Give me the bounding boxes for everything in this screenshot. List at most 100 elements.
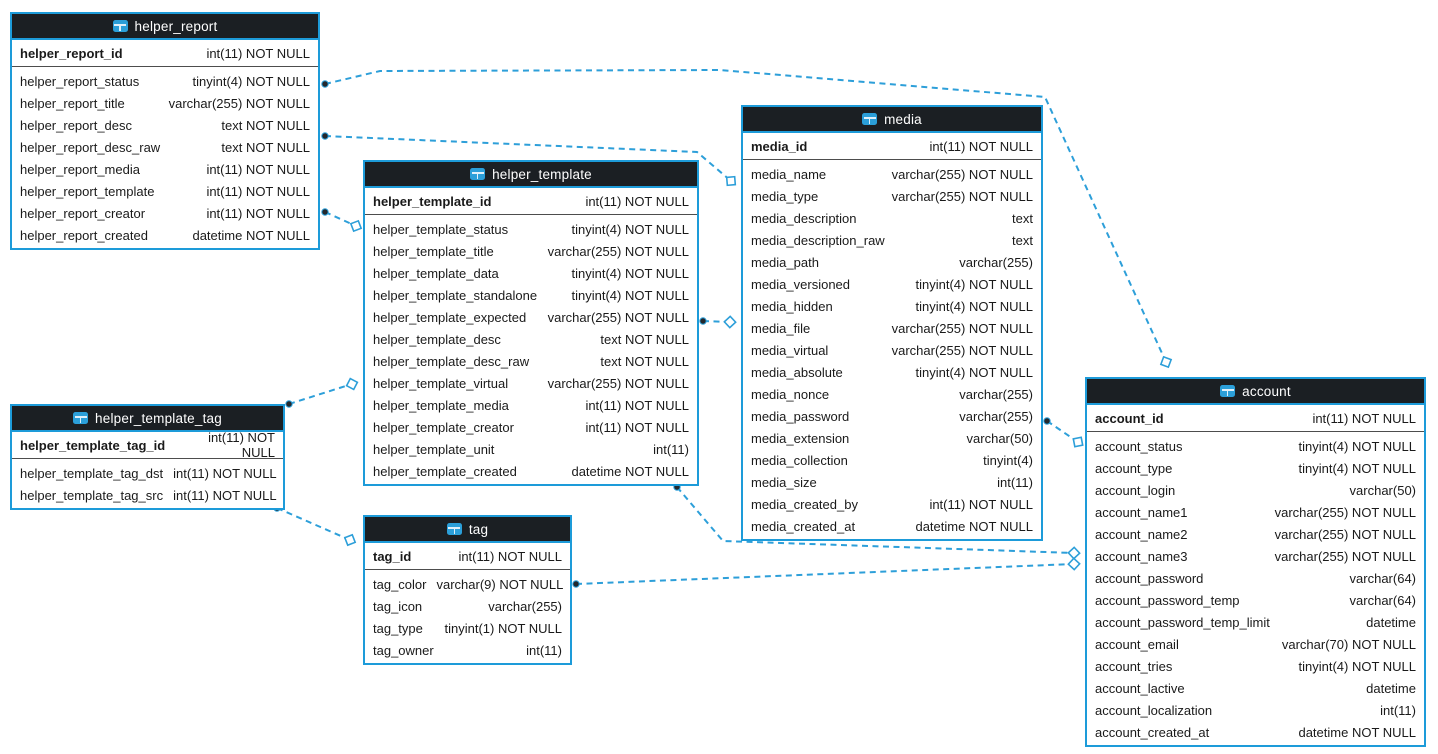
field-row[interactable]: helper_report_desc_raw text NOT NULL [12,136,318,158]
field-row[interactable]: media_type varchar(255) NOT NULL [743,185,1041,207]
field-row[interactable]: helper_report_title varchar(255) NOT NUL… [12,92,318,114]
field-row[interactable]: helper_template_tag_dst int(11) NOT NULL [12,462,283,484]
field-row[interactable]: account_name2 varchar(255) NOT NULL [1087,523,1424,545]
field-row[interactable]: helper_report_created datetime NOT NULL [12,224,318,246]
field-row[interactable]: helper_template_tag_src int(11) NOT NULL [12,484,283,506]
table-header[interactable]: media [743,107,1041,133]
primary-key-row[interactable]: helper_template_id int(11) NOT NULL [365,188,697,214]
field-row[interactable]: helper_report_template int(11) NOT NULL [12,180,318,202]
table-header[interactable]: helper_report [12,14,318,40]
field-type: tinyint(4) NOT NULL [571,265,689,281]
field-row[interactable]: tag_color varchar(9) NOT NULL [365,573,570,595]
field-name: helper_template_unit [373,441,495,457]
field-row[interactable]: account_name3 varchar(255) NOT NULL [1087,545,1424,567]
field-name: account_localization [1095,702,1213,718]
field-row[interactable]: account_localization int(11) [1087,699,1424,721]
field-row[interactable]: helper_template_title varchar(255) NOT N… [365,240,697,262]
table-account[interactable]: account account_id int(11) NOT NULL acco… [1085,377,1426,747]
field-row[interactable]: helper_report_media int(11) NOT NULL [12,158,318,180]
field-row[interactable]: helper_template_desc text NOT NULL [365,328,697,350]
field-row[interactable]: helper_template_status tinyint(4) NOT NU… [365,218,697,240]
field-row[interactable]: helper_template_created datetime NOT NUL… [365,460,697,482]
field-row[interactable]: helper_template_media int(11) NOT NULL [365,394,697,416]
table-helper_report[interactable]: helper_report helper_report_id int(11) N… [10,12,320,250]
field-row[interactable]: account_password_temp_limit datetime [1087,611,1424,633]
field-row[interactable]: media_description text [743,207,1041,229]
table-helper_template_tag[interactable]: helper_template_tag helper_template_tag_… [10,404,285,510]
field-row[interactable]: account_password varchar(64) [1087,567,1424,589]
field-name: helper_report_template [20,183,155,199]
field-name: media_description [751,210,857,226]
table-title: account [1242,383,1291,399]
field-row[interactable]: media_file varchar(255) NOT NULL [743,317,1041,339]
field-type: int(11) NOT NULL [206,183,310,199]
field-row[interactable]: media_path varchar(255) [743,251,1041,273]
table-header[interactable]: tag [365,517,570,543]
field-row[interactable]: helper_report_desc text NOT NULL [12,114,318,136]
relationship-target-diamond [1072,436,1084,448]
field-name: account_login [1095,482,1176,498]
field-row[interactable]: helper_template_unit int(11) [365,438,697,460]
field-row[interactable]: media_description_raw text [743,229,1041,251]
field-name: media_versioned [751,276,851,292]
field-row[interactable]: helper_report_status tinyint(4) NOT NULL [12,70,318,92]
primary-key-row[interactable]: tag_id int(11) NOT NULL [365,543,570,569]
table-title: helper_template_tag [95,410,222,426]
field-row[interactable]: tag_icon varchar(255) [365,595,570,617]
relationship-helper_report-to-account[interactable] [324,68,1167,363]
pk-field-name: helper_template_id [373,193,492,209]
field-row[interactable]: tag_owner int(11) [365,639,570,661]
field-row[interactable]: account_created_at datetime NOT NULL [1087,721,1424,743]
field-row[interactable]: account_email varchar(70) NOT NULL [1087,633,1424,655]
field-row[interactable]: media_virtual varchar(255) NOT NULL [743,339,1041,361]
field-row[interactable]: media_size int(11) [743,471,1041,493]
field-row[interactable]: account_tries tinyint(4) NOT NULL [1087,655,1424,677]
field-row[interactable]: media_hidden tinyint(4) NOT NULL [743,295,1041,317]
field-row[interactable]: media_extension varchar(50) [743,427,1041,449]
field-row[interactable]: media_password varchar(255) [743,405,1041,427]
field-row[interactable]: helper_template_expected varchar(255) NO… [365,306,697,328]
field-name: media_virtual [751,342,829,358]
field-row[interactable]: account_login varchar(50) [1087,479,1424,501]
field-name: helper_template_status [373,221,509,237]
field-type: datetime NOT NULL [571,463,689,479]
field-row[interactable]: helper_template_virtual varchar(255) NOT… [365,372,697,394]
table-header[interactable]: account [1087,379,1424,405]
field-row[interactable]: media_created_at datetime NOT NULL [743,515,1041,537]
table-header[interactable]: helper_template_tag [12,406,283,432]
field-row[interactable]: helper_template_data tinyint(4) NOT NULL [365,262,697,284]
field-row[interactable]: media_absolute tinyint(4) NOT NULL [743,361,1041,383]
table-helper_template[interactable]: helper_template helper_template_id int(1… [363,160,699,486]
field-row[interactable]: media_name varchar(255) NOT NULL [743,163,1041,185]
primary-key-row[interactable]: account_id int(11) NOT NULL [1087,405,1424,431]
primary-key-row[interactable]: media_id int(11) NOT NULL [743,133,1041,159]
field-row[interactable]: account_password_temp varchar(64) [1087,589,1424,611]
field-row[interactable]: helper_template_creator int(11) NOT NULL [365,416,697,438]
relationship-helper_template_tag-to-helper_template[interactable] [288,383,353,405]
field-row[interactable]: media_nonce varchar(255) [743,383,1041,405]
relationship-helper_report-to-media[interactable] [324,135,732,182]
relationship-target-diamond [345,377,359,391]
field-row[interactable]: helper_template_desc_raw text NOT NULL [365,350,697,372]
table-media[interactable]: media media_id int(11) NOT NULL media_na… [741,105,1043,541]
field-row[interactable]: media_versioned tinyint(4) NOT NULL [743,273,1041,295]
relationship-tag-to-account[interactable] [575,563,1075,585]
field-row[interactable]: helper_template_standalone tinyint(4) NO… [365,284,697,306]
field-row[interactable]: account_name1 varchar(255) NOT NULL [1087,501,1424,523]
field-row[interactable]: media_collection tinyint(4) [743,449,1041,471]
relationship-helper_report-to-helper_template[interactable] [324,211,357,227]
field-row[interactable]: account_lactive datetime [1087,677,1424,699]
field-row[interactable]: helper_report_creator int(11) NOT NULL [12,202,318,224]
relationship-helper_template-to-account[interactable] [676,486,1075,554]
field-row[interactable]: media_created_by int(11) NOT NULL [743,493,1041,515]
field-row[interactable]: account_type tinyint(4) NOT NULL [1087,457,1424,479]
primary-key-row[interactable]: helper_template_tag_id int(11) NOT NULL [12,430,283,460]
relationship-helper_template_tag-to-tag[interactable] [276,507,351,541]
table-header[interactable]: helper_template [365,162,697,188]
field-name: account_tries [1095,658,1173,674]
table-tag[interactable]: tag tag_id int(11) NOT NULL tag_color va… [363,515,572,665]
field-name: helper_report_status [20,73,140,89]
primary-key-row[interactable]: helper_report_id int(11) NOT NULL [12,40,318,66]
field-row[interactable]: tag_type tinyint(1) NOT NULL [365,617,570,639]
field-row[interactable]: account_status tinyint(4) NOT NULL [1087,435,1424,457]
